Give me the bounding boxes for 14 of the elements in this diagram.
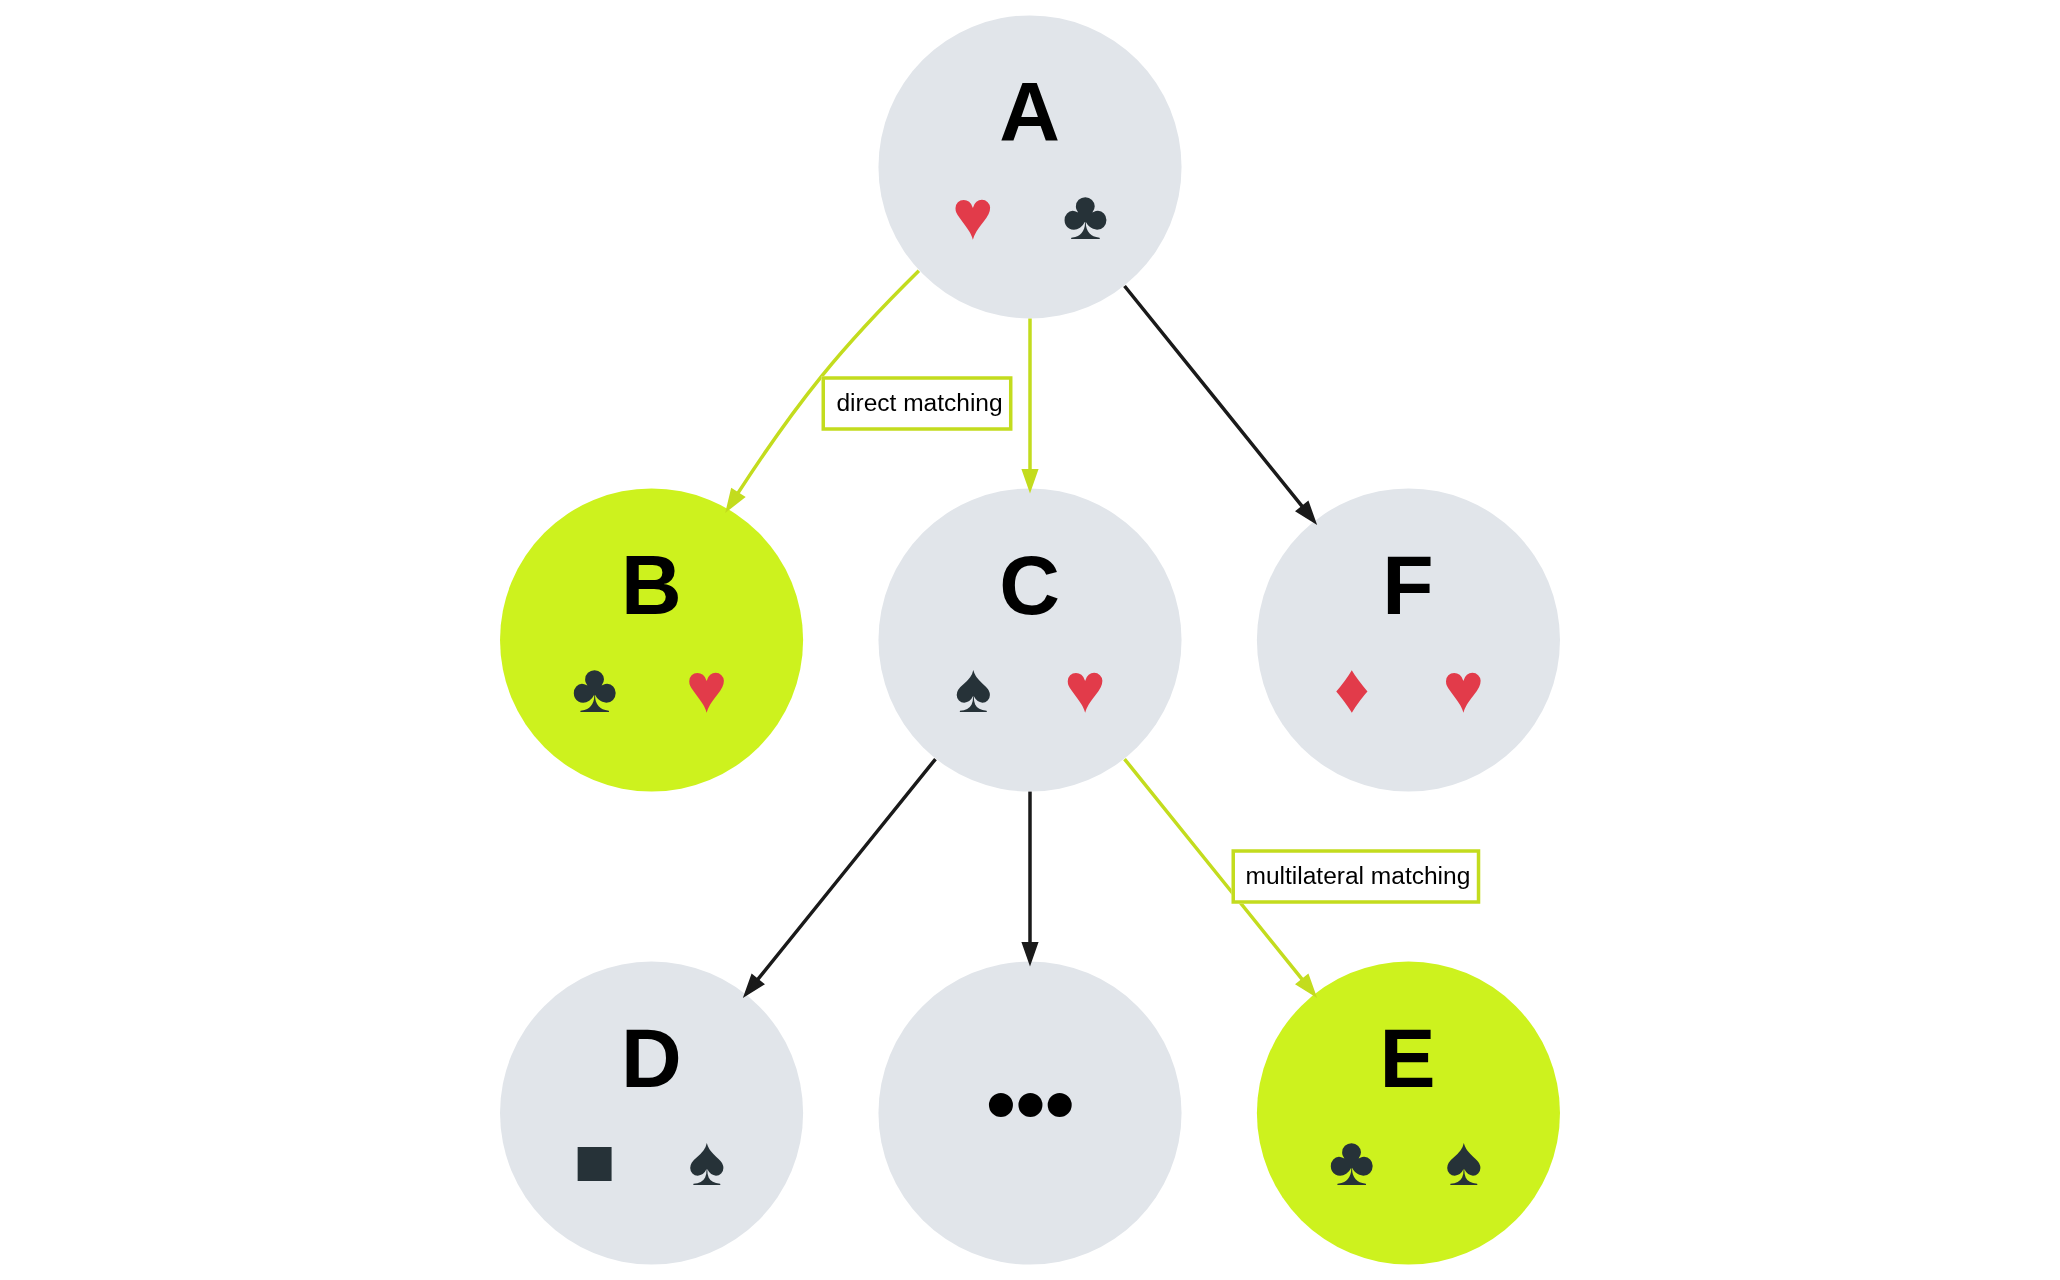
node-circle: F ♦ ♥ xyxy=(1256,488,1560,792)
arrow xyxy=(1021,318,1039,494)
edge-label: direct matching xyxy=(836,388,1003,416)
node-circle: A ♥ ♣ xyxy=(878,15,1182,319)
edge-label: multilateral matching xyxy=(1245,861,1471,889)
node-circle: ••• xyxy=(878,961,1182,1265)
arrow xyxy=(1123,284,1318,525)
node-circle: E ♣ ♠ xyxy=(1256,961,1560,1265)
arrow xyxy=(725,269,921,513)
arrow xyxy=(742,757,937,998)
arrow xyxy=(1123,757,1318,998)
node-circle: D ■ ♠ xyxy=(500,961,804,1265)
arrow xyxy=(1021,791,1039,967)
node-circle: C ♠ ♥ xyxy=(878,488,1182,792)
